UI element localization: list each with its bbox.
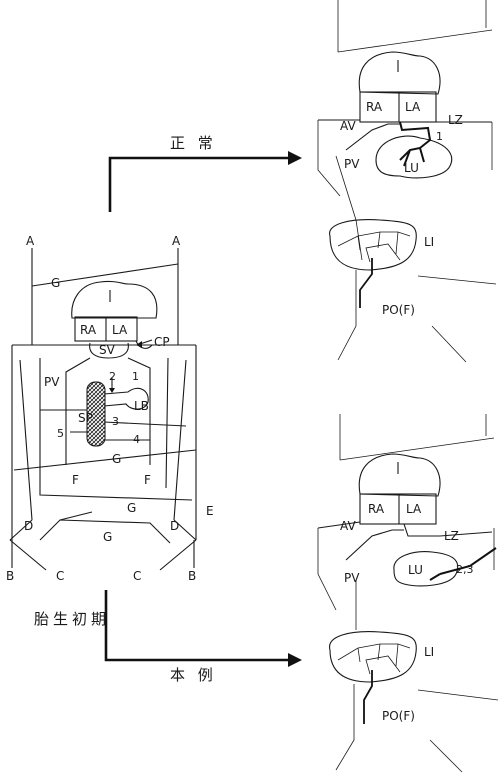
early-label-1: 1 [132,370,139,383]
arrow-to-case-head [288,653,302,667]
case-lu-outline [394,552,458,586]
early-label-lb: LB [134,399,149,413]
early-label-5: 5 [57,427,64,440]
early-label-pv: PV [44,375,60,389]
early-label-cp: CP [154,335,170,349]
normal-lower-left [338,270,356,360]
normal-label-li: LI [424,235,434,249]
early-label-f-right: F [144,473,151,487]
early-label-g-mid: G [112,452,121,466]
normal-label-ra: RA [366,100,383,114]
early-label-3: 3 [112,415,119,428]
case-label-la: LA [406,502,422,516]
normal-label-av: AV [340,119,356,133]
case-body-left [318,528,336,610]
case-label-23: 2,3 [456,563,474,576]
case-label-li: LI [424,645,434,659]
normal-label-po: PO(F) [382,303,415,317]
case-lower-left [336,684,354,770]
case-heart-outline [359,454,440,496]
early-label-g-low: G [127,501,136,515]
case-lower-right-2 [430,740,462,772]
normal-li-vessels [338,232,410,262]
case-diagram: RA LA AV LZ LU 2,3 PV LI PO(F) [318,414,498,772]
early-b-left-line [10,540,46,570]
arrow-to-normal-head [288,151,302,165]
case-top-g-line [340,438,494,460]
early-label-la: LA [112,323,128,337]
normal-pv-stem [336,156,362,260]
early-label-a-right: A [172,234,181,248]
early-inner-left-1 [20,360,32,520]
case-lower-right [418,690,498,700]
arrow-to-normal [110,158,292,212]
normal-heart-outline [359,52,440,94]
early-label-sv: SV [99,343,116,357]
normal-label-1: 1 [436,130,443,143]
early-g-mid-line [14,450,196,470]
caption-early-embryo: 胎生初期 [34,610,110,628]
early-label-2: 2 [109,370,116,383]
early-label-f-left: F [72,473,79,487]
early-b-right-line [160,540,196,570]
early-label-d-left: D [24,519,33,533]
early-label-4: 4 [133,433,140,446]
case-label-av: AV [340,519,356,533]
early-label-d-right: D [170,519,179,533]
early-arrow-2-head [109,388,115,393]
normal-li-outline [330,220,417,270]
case-po-vessel [364,670,372,724]
early-label-c-left: C [56,569,64,583]
normal-label-la: LA [405,100,421,114]
case-label-po: PO(F) [382,709,415,723]
early-label-g-top: G [51,276,60,290]
early-label-a-left: A [26,234,35,248]
normal-lung-vessels [400,122,430,166]
normal-po-vessel [360,258,372,308]
early-g-low-left [60,512,92,520]
early-label-ra: RA [80,323,97,337]
early-label-b-right: B [188,569,196,583]
early-label-sp: SP [78,411,93,425]
case-li-vessels [338,644,410,674]
caption-this-case: 本 例 [170,666,217,684]
caption-normal: 正 常 [170,134,217,152]
normal-lower-right [418,276,496,284]
early-inner-right-2 [166,358,168,488]
arrow-to-case [106,590,292,660]
case-pv-line [346,530,404,560]
normal-lower-right-2 [432,326,466,362]
early-label-b-left: B [6,569,14,583]
early-heart-outline [72,281,157,318]
early-label-e: E [206,504,214,518]
case-label-pv: PV [344,571,360,585]
case-label-ra: RA [368,502,385,516]
normal-top-g-line [338,30,492,52]
early-inner-right-1 [174,360,186,520]
early-label-g-bottom: G [103,530,112,544]
case-label-lu: LU [408,563,423,577]
normal-label-lu: LU [404,161,419,175]
early-embryo-diagram: A A G RA LA CP SV PV 2 1 LB SP 3 5 4 G F… [6,234,214,583]
normal-diagram: RA LA AV LZ 1 PV LU LI PO(F) [318,0,496,362]
normal-label-pv: PV [344,157,360,171]
early-label-c-right: C [133,569,141,583]
case-label-lz: LZ [444,529,459,543]
normal-label-lz: LZ [448,113,463,127]
